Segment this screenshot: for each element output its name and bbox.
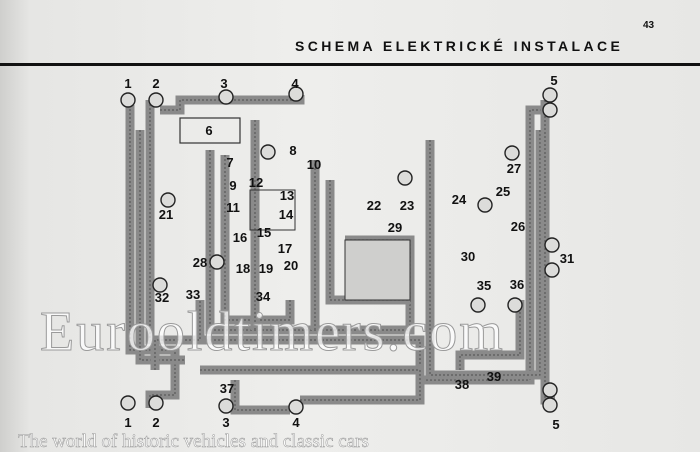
- component-label-27: 27: [507, 161, 521, 176]
- component-label-1: 1: [124, 76, 131, 91]
- component-symbol-icon: [120, 395, 136, 411]
- wire: [234, 380, 290, 411]
- component-label-34: 34: [256, 289, 271, 304]
- component-label-2: 2: [152, 76, 159, 91]
- wire: [200, 369, 421, 401]
- component-label-12: 12: [249, 175, 263, 190]
- component-symbol-icon: [209, 254, 225, 270]
- component-label-24: 24: [452, 192, 467, 207]
- wire: [160, 95, 301, 111]
- component-label-23: 23: [400, 198, 414, 213]
- component-label-39: 39: [487, 369, 501, 384]
- component-label-38: 38: [455, 377, 469, 392]
- component-label-31: 31: [560, 251, 574, 266]
- component-label-29: 29: [388, 220, 402, 235]
- component-symbol-icon: [544, 237, 560, 253]
- component-label-22: 22: [367, 198, 381, 213]
- component-label-10: 10: [307, 157, 321, 172]
- wire: [209, 150, 411, 331]
- component-label-28: 28: [193, 255, 207, 270]
- component-symbol-icon: [218, 89, 234, 105]
- component-symbol-icon: [218, 398, 234, 414]
- component-symbol-icon: [152, 277, 168, 293]
- component-label-35: 35: [477, 278, 491, 293]
- component-label-4: 4: [292, 415, 300, 430]
- header-rule: [0, 63, 700, 66]
- wire: [154, 300, 201, 370]
- component-label-37: 37: [220, 381, 234, 396]
- component-symbol-icon: [477, 197, 493, 213]
- component-label-6: 6: [205, 123, 212, 138]
- wire: [429, 130, 541, 376]
- component-label-13: 13: [280, 188, 294, 203]
- component-label-3: 3: [222, 415, 229, 430]
- watermark-tagline: The world of historic vehicles and class…: [18, 431, 369, 452]
- component-label-14: 14: [279, 207, 294, 222]
- wire: [129, 105, 176, 408]
- component-symbol-icon: [504, 145, 520, 161]
- component-symbol-icon: [544, 262, 560, 278]
- component-label-7: 7: [226, 155, 233, 170]
- component-label-20: 20: [284, 258, 298, 273]
- page-title: SCHEMA ELEKTRICKÉ INSTALACE: [295, 38, 624, 54]
- component-6-box: [179, 117, 241, 144]
- component-symbol-icon: [260, 144, 276, 160]
- component-symbol-icon: [288, 399, 304, 415]
- regulator-box: [249, 189, 296, 231]
- component-symbol-icon: [542, 382, 558, 398]
- component-label-15: 15: [257, 225, 271, 240]
- component-label-33: 33: [186, 287, 200, 302]
- component-label-3: 3: [220, 76, 227, 91]
- component-symbol-icon: [507, 297, 523, 313]
- component-label-8: 8: [289, 143, 296, 158]
- component-symbol-icon: [542, 102, 558, 118]
- fuse-box: [344, 239, 411, 301]
- component-label-26: 26: [511, 219, 525, 234]
- components: [120, 86, 560, 415]
- component-label-25: 25: [496, 184, 510, 199]
- component-label-16: 16: [233, 230, 247, 245]
- component-label-30: 30: [461, 249, 475, 264]
- component-label-9: 9: [229, 178, 236, 193]
- component-symbol-icon: [397, 170, 413, 186]
- component-symbol-icon: [288, 86, 304, 102]
- component-label-21: 21: [159, 207, 173, 222]
- component-label-32: 32: [155, 290, 169, 305]
- wire-bundle: [230, 380, 290, 415]
- component-label-5: 5: [550, 73, 557, 88]
- component-label-1: 1: [124, 415, 131, 430]
- component-label-5: 5: [552, 417, 559, 432]
- watermark-site: Eurooldtimers.com: [40, 301, 505, 363]
- component-label-4: 4: [291, 76, 299, 91]
- component-symbol-icon: [160, 192, 176, 208]
- component-label-19: 19: [259, 261, 273, 276]
- component-symbol-icon: [542, 397, 558, 413]
- wire: [459, 300, 521, 370]
- component-symbol-icon: [542, 87, 558, 103]
- component-label-17: 17: [278, 241, 292, 256]
- component-label-11: 11: [226, 200, 240, 215]
- component-symbol-icon: [148, 92, 164, 108]
- component-symbol-icon: [148, 395, 164, 411]
- component-label-36: 36: [510, 277, 524, 292]
- component-symbol-icon: [120, 92, 136, 108]
- component-label-18: 18: [236, 261, 250, 276]
- wire: [139, 130, 185, 361]
- component-label-2: 2: [152, 415, 159, 430]
- page-number: 43: [643, 20, 655, 31]
- component-symbol-icon: [470, 297, 486, 313]
